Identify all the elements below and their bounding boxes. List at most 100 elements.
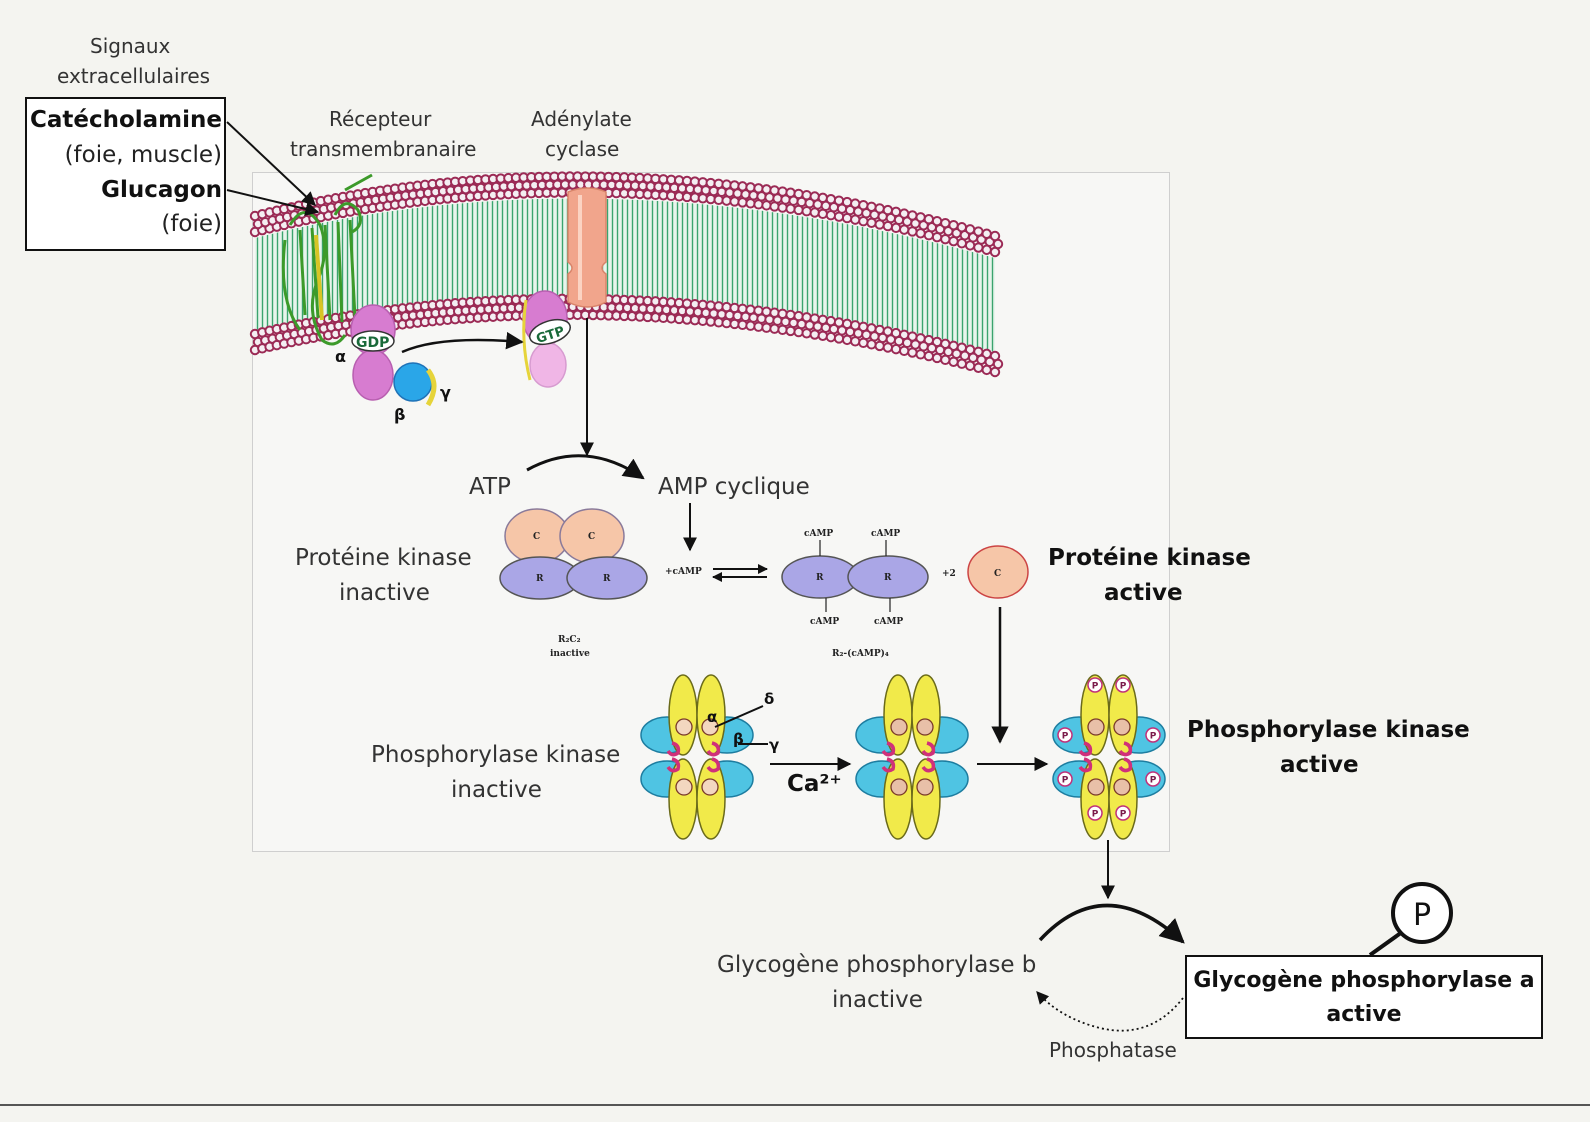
lipid-head xyxy=(915,212,926,223)
phk-gamma-subunit xyxy=(1087,778,1105,796)
signals-header-line2: extracellulaires xyxy=(57,64,211,88)
phk-alpha-subunit xyxy=(1108,758,1138,840)
lipid-head xyxy=(973,362,984,373)
lipid-head xyxy=(890,206,902,218)
catecholamine-label: Catécholamine xyxy=(29,107,222,133)
lipid-head xyxy=(850,336,861,347)
lipid-head xyxy=(817,330,829,341)
phk-gamma-subunit xyxy=(675,718,693,736)
phk-gamma-subunit xyxy=(1113,718,1131,736)
gamma-label: γ xyxy=(440,383,451,402)
lipid-head xyxy=(956,222,968,233)
pka-r-label-2: R xyxy=(603,574,611,584)
signal-arrows xyxy=(226,121,320,216)
camp-top-2: cAMP xyxy=(871,529,900,539)
r2camp4-label: R₂-(cAMP)₄ xyxy=(832,648,889,659)
camp-label: AMP cyclique xyxy=(658,474,810,500)
lipid-head xyxy=(964,224,976,235)
adenylate-cyclase xyxy=(567,187,607,308)
phosphate-group xyxy=(1057,727,1073,743)
phk-gamma-subunit xyxy=(916,718,934,736)
gp-a-box: Glycogène phosphorylase a active xyxy=(1185,955,1543,1039)
lipid-head xyxy=(940,354,951,366)
lipid-head xyxy=(785,325,796,337)
phk-delta-subunit xyxy=(1118,741,1133,757)
lipid-head xyxy=(874,203,885,214)
signals-header-line1: Signaux xyxy=(90,34,171,58)
receptor-label-line2: transmembranaire xyxy=(290,137,477,161)
lipid-head xyxy=(907,210,918,221)
phk-delta-subunit xyxy=(1078,741,1093,757)
lipid-head xyxy=(793,188,804,200)
phk-beta-label: β xyxy=(733,730,744,748)
phosphate-group-label: P xyxy=(1150,776,1157,786)
phosphate-group-label: P xyxy=(1150,732,1157,742)
gp-a-line2: active xyxy=(1326,1002,1402,1027)
pka-regulatory-camp-complex xyxy=(781,540,929,612)
lipid-head xyxy=(841,334,853,346)
lipid-head xyxy=(882,342,894,353)
g-protein-alpha-gtp xyxy=(522,290,572,388)
gdp-label: GDP xyxy=(356,335,389,351)
glucagon-label: Glucagon xyxy=(101,177,222,203)
lipid-head xyxy=(882,204,894,216)
lipid-head xyxy=(866,339,877,350)
phosphate-group-label: P xyxy=(1062,776,1069,786)
phk-delta-subunit xyxy=(1118,757,1133,773)
phk-delta-subunit xyxy=(881,757,896,773)
lipid-head xyxy=(809,329,820,340)
phosphate-group xyxy=(1115,677,1131,693)
lipid-head xyxy=(931,352,943,364)
phosphate-group-label: P xyxy=(1092,810,1099,820)
phosphate-group-label: P xyxy=(1120,810,1127,820)
gp-b-line1: Glycogène phosphorylase b xyxy=(717,952,1037,978)
phk-delta-subunit xyxy=(666,741,681,757)
lipid-head xyxy=(923,214,935,225)
phk-complex-inactive xyxy=(640,674,754,840)
r-active-2: R xyxy=(884,573,892,583)
phk-delta-subunit xyxy=(881,741,896,757)
calcium-label: Ca²⁺ xyxy=(787,771,842,797)
phk-gamma-subunit xyxy=(675,778,693,796)
phosphate-group xyxy=(1145,727,1161,743)
lipid-head xyxy=(898,345,910,357)
phk-delta-subunit xyxy=(1078,757,1093,773)
signals-box: Catécholamine (foie, muscle) Glucagon (f… xyxy=(25,97,226,251)
lipid-head xyxy=(809,191,820,202)
lipid-head xyxy=(841,196,853,208)
pka-catalytic-free xyxy=(967,545,1029,599)
phk-subunit-pointers xyxy=(714,705,768,745)
lipid-head xyxy=(890,343,902,355)
phosphate-group xyxy=(1145,771,1161,787)
phk-gamma-subunit xyxy=(916,778,934,796)
lipid-head xyxy=(907,347,918,358)
lipid-head xyxy=(973,226,984,237)
lipid-head xyxy=(777,324,788,336)
phk-delta-subunit xyxy=(706,741,721,757)
r2c2-inactive-label: inactive xyxy=(550,649,590,659)
phk-complex-calcium xyxy=(855,674,969,840)
phk-delta-subunit xyxy=(921,757,936,773)
pka-inactive-line2: inactive xyxy=(339,580,430,606)
lipid-head xyxy=(858,199,869,211)
equilibrium-arrows xyxy=(712,564,768,582)
lipid-head xyxy=(769,185,780,196)
phk-active-line1: Phosphorylase kinase xyxy=(1187,717,1470,743)
atp-camp-arrow xyxy=(526,454,645,480)
phk-inactive-line1: Phosphorylase kinase xyxy=(371,742,621,768)
lipid-head xyxy=(989,230,1001,242)
phk-gamma-subunit xyxy=(701,778,719,796)
pka-active-line1: Protéine kinase xyxy=(1048,545,1251,571)
gp-activation-arrow xyxy=(1038,903,1185,944)
r-active-1: R xyxy=(816,573,824,583)
phk-delta-subunit xyxy=(706,757,721,773)
r2c2-label: R₂C₂ xyxy=(558,635,581,645)
plus-camp-label: +cAMP xyxy=(665,567,702,577)
camp-bottom-2: cAMP xyxy=(874,617,903,627)
receptor-label-line1: Récepteur xyxy=(329,107,432,131)
gdp-to-gtp-arrow xyxy=(401,331,524,354)
phk-gamma-subunit xyxy=(701,718,719,736)
frame-bottom-border xyxy=(0,1104,1590,1106)
